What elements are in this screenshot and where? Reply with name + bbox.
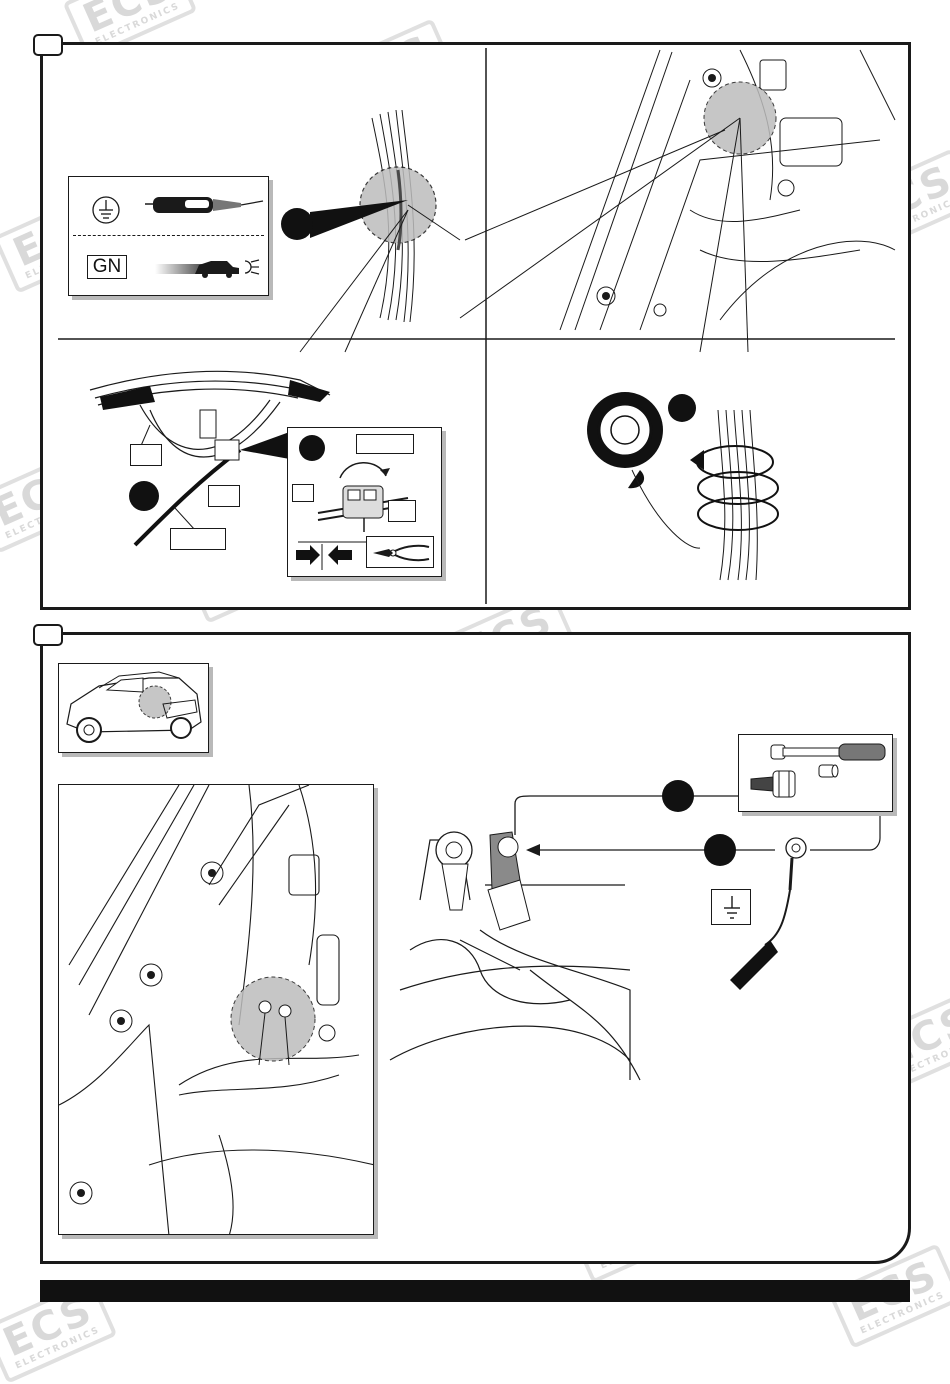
footer-bar bbox=[40, 1280, 910, 1302]
green-wire bbox=[396, 169, 403, 251]
step-2-number-tab bbox=[33, 624, 63, 646]
vehicle-interior-view bbox=[559, 49, 896, 331]
hatchback-car-icon bbox=[66, 671, 202, 743]
mount-hole bbox=[208, 869, 216, 877]
ratchet-wrench-icon bbox=[770, 743, 886, 761]
splice-closeup-box bbox=[287, 427, 442, 577]
tape-wrapping-view bbox=[587, 392, 779, 581]
fastening-arrow-path bbox=[514, 795, 740, 835]
step-1-number-tab bbox=[33, 34, 63, 56]
mount-hole bbox=[139, 963, 163, 987]
ground-bolt-icon bbox=[750, 770, 796, 798]
nut-insert-icon bbox=[818, 764, 839, 778]
mount-hole bbox=[596, 286, 616, 306]
car-location-thumbnail bbox=[58, 663, 209, 753]
tester-legend-box: GN bbox=[68, 176, 269, 296]
mount-hole bbox=[318, 1024, 336, 1042]
ground-stud bbox=[258, 1000, 272, 1014]
crimping-pliers-icon bbox=[373, 544, 430, 562]
leader-line bbox=[464, 129, 726, 241]
ground-stud-highlight bbox=[230, 976, 316, 1062]
mount-hole bbox=[109, 1009, 133, 1033]
wire-label-box bbox=[130, 444, 162, 466]
ground-connection-detail bbox=[389, 780, 881, 1081]
mount-hole bbox=[69, 1181, 93, 1205]
probe-step-marker bbox=[281, 208, 313, 240]
mount-hole bbox=[708, 74, 716, 82]
new-ground-wire bbox=[730, 837, 807, 990]
eyelet-step-marker bbox=[704, 834, 736, 866]
eyelet-arrow-head bbox=[526, 844, 540, 856]
fastening-step-marker bbox=[662, 780, 694, 812]
leader-line bbox=[299, 209, 409, 353]
leader-line bbox=[699, 117, 741, 353]
leader-line bbox=[459, 117, 741, 319]
mount-hole bbox=[702, 68, 722, 88]
mount-hole bbox=[653, 303, 667, 317]
car-headlight-icon bbox=[155, 259, 260, 278]
existing-ground-eyelet bbox=[435, 831, 473, 911]
tools-box bbox=[738, 734, 893, 812]
ground-stud-shaded bbox=[487, 831, 531, 931]
mount-hole bbox=[777, 179, 795, 197]
ground-symbol-icon bbox=[724, 896, 740, 919]
mount-hole bbox=[200, 861, 224, 885]
leader-path bbox=[810, 810, 881, 851]
wire-label-box bbox=[356, 434, 414, 454]
ground-symbol-icon bbox=[92, 196, 120, 224]
separator-dashed bbox=[73, 235, 264, 236]
leader-line bbox=[344, 209, 409, 353]
wire-color-label: GN bbox=[87, 255, 127, 279]
pliers-icon-box bbox=[366, 536, 434, 568]
leader-line bbox=[407, 204, 461, 241]
probe-pointer-beam bbox=[310, 200, 408, 238]
mount-hole bbox=[147, 971, 155, 979]
wire-label-box bbox=[388, 500, 416, 522]
wire-label-box bbox=[208, 485, 240, 507]
wire-label-box bbox=[292, 484, 314, 502]
step-1-illustration bbox=[58, 48, 896, 604]
mount-hole bbox=[602, 292, 610, 300]
splice-connector bbox=[199, 409, 217, 439]
splice-step-marker bbox=[129, 481, 159, 511]
boot-interior-drawing bbox=[59, 785, 373, 1234]
zoom-pointer bbox=[240, 430, 295, 460]
tape-step-marker bbox=[668, 394, 696, 422]
harness-tape-black bbox=[288, 380, 330, 402]
ground-point-location-view bbox=[58, 784, 374, 1235]
mount-hole bbox=[117, 1017, 125, 1025]
leader-line bbox=[739, 117, 749, 353]
ground-symbol-box bbox=[711, 889, 751, 925]
splice-connector bbox=[214, 439, 240, 461]
circuit-tester-icon bbox=[145, 197, 264, 213]
ground-stud bbox=[278, 1004, 292, 1018]
wire-label-box bbox=[170, 528, 226, 550]
harness-tape-black bbox=[100, 386, 155, 410]
leader-line bbox=[174, 507, 196, 531]
mount-hole bbox=[77, 1189, 85, 1197]
